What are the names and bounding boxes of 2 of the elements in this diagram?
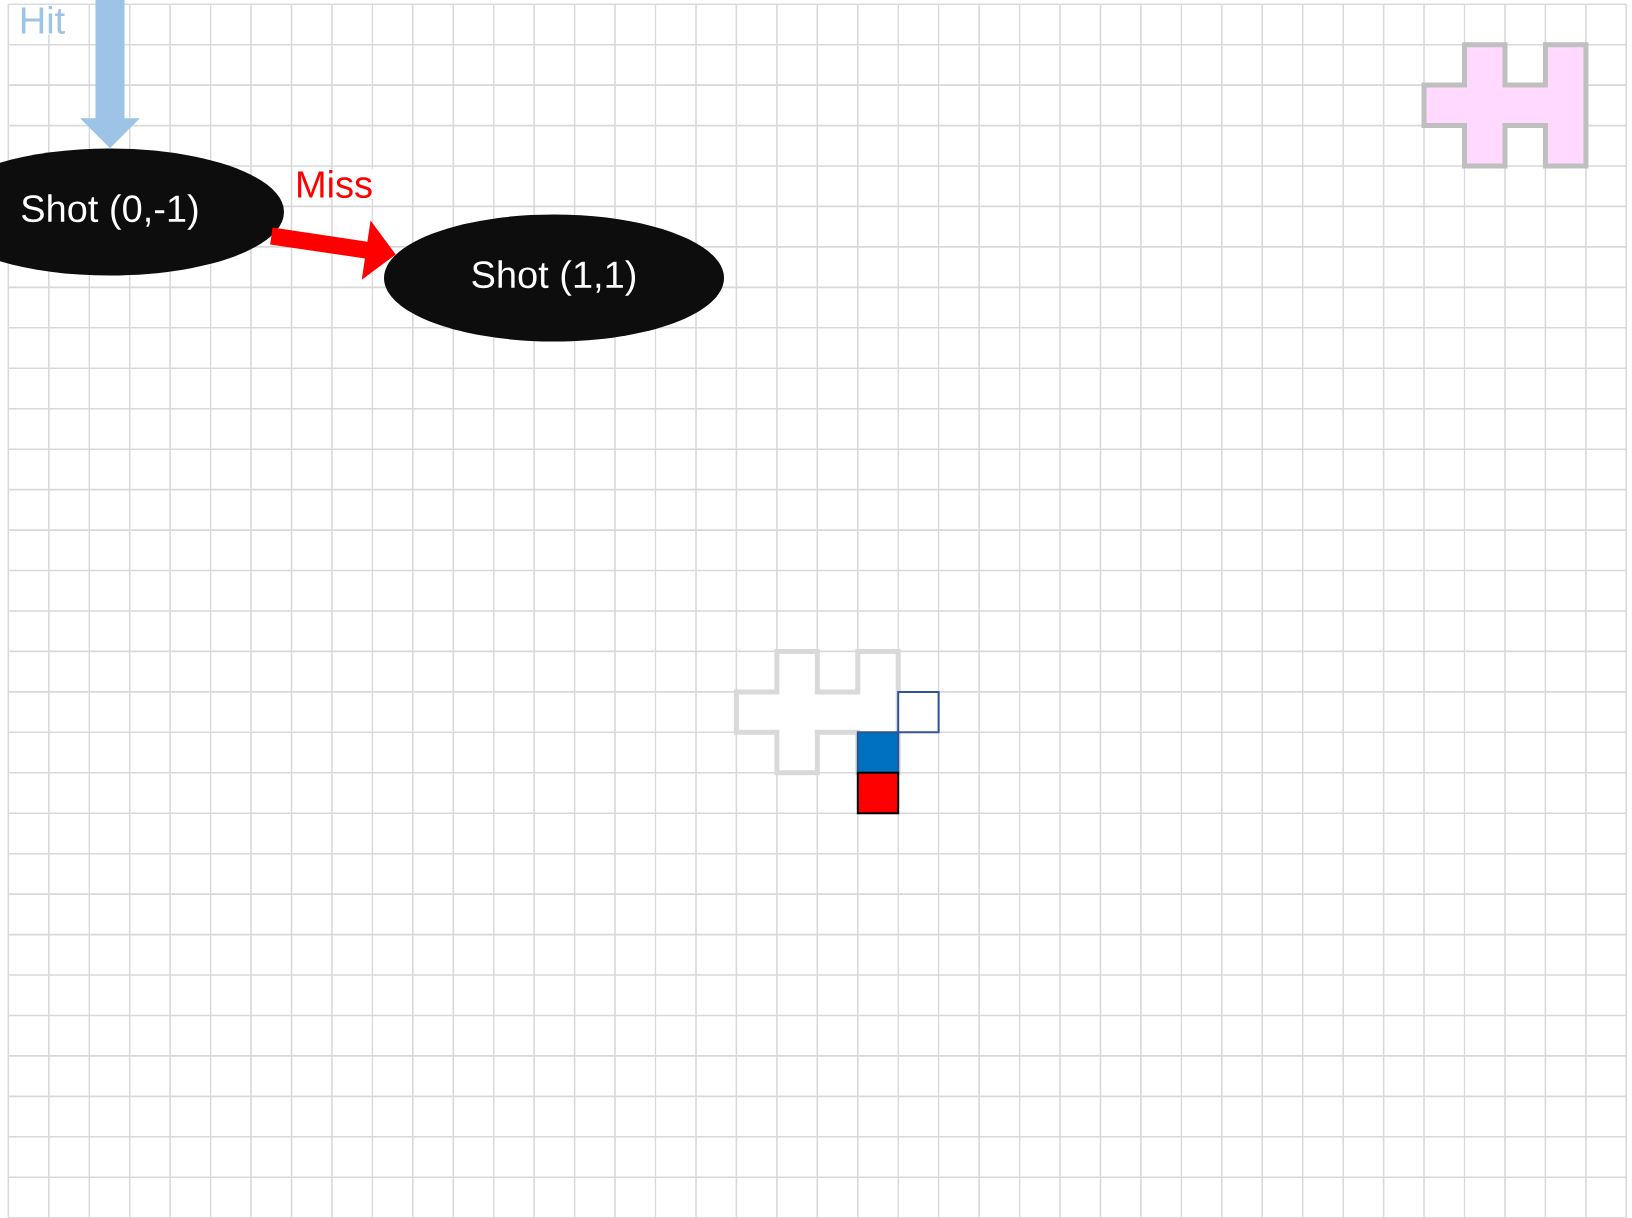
- edge-label: Hit: [17, 5, 67, 35]
- edge-label: Miss: [293, 169, 375, 199]
